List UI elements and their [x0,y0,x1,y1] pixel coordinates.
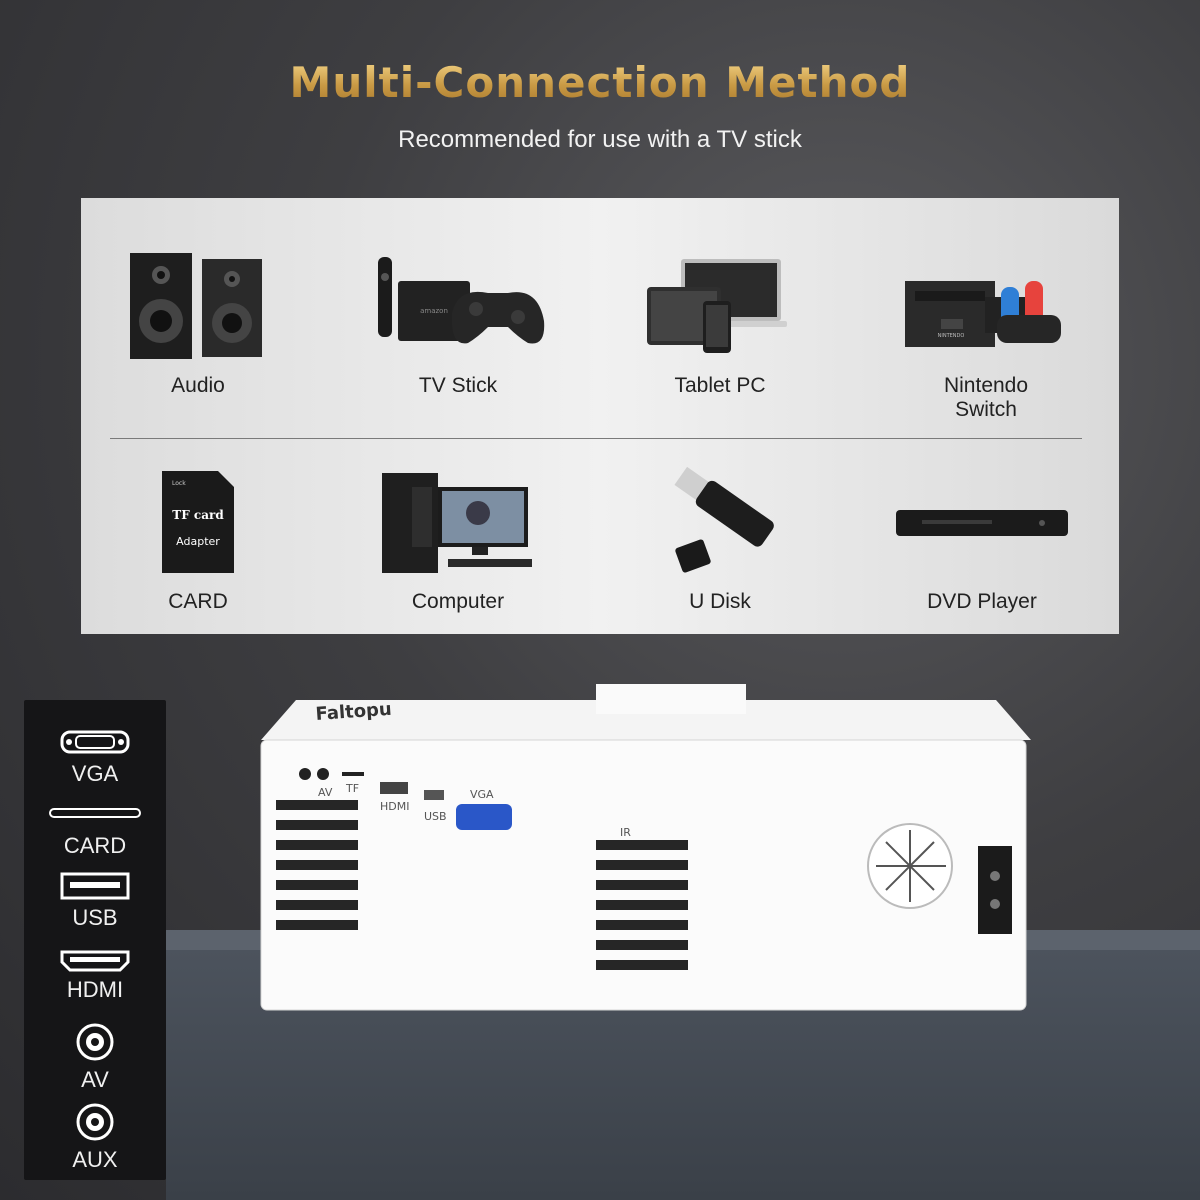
tv-stick-icon: amazon [343,246,573,366]
device-tv-stick: amazon TV Stick [343,246,573,398]
port-label-vga: VGA [470,788,494,801]
port-label-usb: USB [424,810,447,823]
hdmi-port-icon [24,950,166,977]
aux-jack-icon [24,1102,166,1147]
device-label: DVD Player [927,590,1037,613]
device-label: Nintendo Switch [943,374,1029,421]
computer-icon [343,462,573,582]
device-label: TV Stick [418,374,498,397]
usb-disk-icon [605,462,835,582]
port-label: USB [72,905,118,930]
port-sidebar: VGA CARD USB HDMI AV AUX [24,700,166,1180]
port-label: HDMI [66,977,124,1002]
device-dvd-player: DVD Player [867,462,1097,614]
port-aux: AUX [24,1102,166,1173]
speakers-icon [83,246,313,366]
device-card: Lock TF card Adapter CARD [83,462,313,614]
vga-port-icon [24,728,166,761]
page-title: Multi-Connection Method [0,58,1200,107]
port-label-hdmi: HDMI [380,800,409,813]
card-top-text: TF card [172,508,224,522]
device-audio: Audio [83,246,313,398]
device-panel: Audio amazon TV Stick [81,198,1119,634]
device-u-disk: U Disk [605,462,835,614]
device-nintendo-switch: NINTENDO Nintendo Switch [871,246,1101,422]
card-bottom-text: Adapter [176,535,220,548]
svg-text:NINTENDO: NINTENDO [938,333,965,339]
projector: Faltopu AV TF [256,680,1036,1020]
card-slot-icon [24,806,166,825]
tablet-pc-icon [605,246,835,366]
port-label: AV [81,1067,109,1092]
port-label-ir: IR [620,826,631,839]
port-av: AV [24,1022,166,1093]
dvd-player-icon [867,462,1097,582]
port-label-av: AV [318,786,333,799]
av-jack-icon [24,1022,166,1067]
port-card: CARD [24,806,166,859]
port-usb: USB [24,872,166,931]
page-subtitle: Recommended for use with a TV stick [398,126,802,153]
device-tablet-pc: Tablet PC [605,246,835,398]
port-hdmi: HDMI [24,950,166,1003]
nintendo-switch-icon: NINTENDO [871,246,1101,366]
port-label: AUX [72,1147,118,1172]
device-label: Computer [411,590,505,613]
device-computer: Computer [343,462,573,614]
panel-divider [110,438,1082,439]
card-lock-text: Lock [172,480,186,487]
svg-text:amazon: amazon [420,307,448,315]
device-label: CARD [168,590,228,613]
device-label: U Disk [689,590,751,613]
port-vga: VGA [24,728,166,787]
usb-port-icon [24,872,166,905]
device-label: Tablet PC [674,374,766,397]
device-label: Audio [171,374,225,397]
sd-card-icon: Lock TF card Adapter [83,462,313,582]
port-label: VGA [71,761,119,786]
port-label-tf: TF [345,782,359,795]
port-label: CARD [63,833,127,858]
